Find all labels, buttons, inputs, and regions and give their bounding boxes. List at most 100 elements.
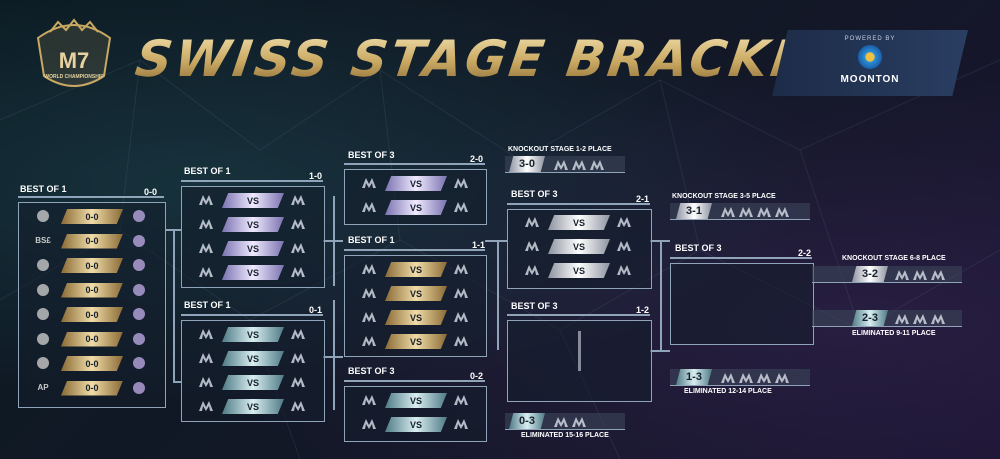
- team-placeholder-icon: [359, 334, 379, 348]
- team-placeholder-icon: [553, 415, 569, 427]
- result-label: KNOCKOUT STAGE 1-2 PLACE: [508, 146, 612, 153]
- group-1-0-record: 1-0: [309, 171, 323, 181]
- group-1-0: VS VS VS VS: [181, 186, 325, 288]
- match-row[interactable]: 0-0: [19, 282, 165, 299]
- match-score: 0-0: [61, 380, 123, 396]
- team-orangelogo-icon: [33, 332, 53, 346]
- team-tigerlogo-icon: [129, 307, 149, 321]
- team-placeholder-icon: [774, 205, 790, 217]
- team-placeholder-icon: [451, 176, 471, 190]
- group-underline: [18, 196, 164, 198]
- match-row[interactable]: VS: [345, 176, 486, 192]
- vs-label: VS: [385, 176, 447, 191]
- match-row[interactable]: VS: [345, 310, 486, 326]
- team-placeholder-icon: [288, 327, 308, 341]
- team-placeholder-icon: [571, 415, 587, 427]
- group-underline: [344, 380, 485, 382]
- result-label: ELIMINATED 12-14 PLACE: [684, 388, 772, 395]
- team-placeholder-icon: [196, 217, 216, 231]
- team-placeholder-icon: [720, 371, 736, 383]
- vs-label: VS: [222, 399, 284, 414]
- group-0-2-label: BEST OF 3: [348, 366, 395, 376]
- vs-label: VS: [548, 263, 610, 278]
- match-row[interactable]: VS: [345, 200, 486, 216]
- match-row[interactable]: VS: [508, 263, 651, 279]
- vs-label: VS: [222, 351, 284, 366]
- group-0-1-record: 0-1: [309, 305, 323, 315]
- group-2-2-label: BEST OF 3: [675, 243, 722, 253]
- team-trianglelogo-icon: [33, 283, 53, 297]
- match-row[interactable]: VS: [182, 193, 324, 209]
- team-placeholder-icon: [451, 334, 471, 348]
- team-placeholder-icon: [359, 262, 379, 276]
- match-row[interactable]: VS: [508, 239, 651, 255]
- team-placeholder-icon: [522, 263, 542, 277]
- match-row[interactable]: VS: [182, 241, 324, 257]
- connector: [485, 240, 507, 242]
- result-label: ELIMINATED 9-11 PLACE: [852, 330, 936, 337]
- team-placeholder-icon: [288, 241, 308, 255]
- team-placeholder-icon: [288, 193, 308, 207]
- team-placeholder-icon: [451, 393, 471, 407]
- match-row[interactable]: 0-0: [19, 356, 165, 372]
- connector: [497, 240, 499, 350]
- team-placeholder-icon: [196, 193, 216, 207]
- match-row[interactable]: VS: [182, 217, 324, 233]
- match-row[interactable]: 0-0: [19, 209, 165, 225]
- match-row[interactable]: VS: [182, 265, 324, 281]
- connector: [165, 229, 173, 231]
- group-1-2-record: 1-2: [636, 305, 650, 315]
- team-placeholder-icon: [614, 239, 634, 253]
- group-underline: [670, 257, 812, 259]
- sponsor-name: MOONTON: [840, 74, 900, 85]
- vs-label: VS: [548, 215, 610, 230]
- team-ap-icon: AP: [37, 383, 49, 392]
- team-bs-icon: BS£: [35, 236, 51, 245]
- group-0-2: VS VS: [344, 386, 487, 442]
- team-leaflogo-icon: [129, 283, 149, 297]
- group-2-1-label: BEST OF 3: [511, 189, 558, 199]
- match-row[interactable]: VS: [345, 417, 486, 433]
- team-placeholder-icon: [288, 351, 308, 365]
- team-placeholder-icon: [451, 417, 471, 431]
- team-placeholder-icon: [894, 312, 910, 324]
- match-row[interactable]: 0-0: [19, 307, 165, 323]
- team-placeholder-icon: [930, 312, 946, 324]
- group-2-0-record: 2-0: [470, 154, 484, 164]
- group-2-1-record: 2-1: [636, 194, 650, 204]
- match-row[interactable]: VS: [182, 399, 324, 415]
- team-placeholder-icon: [196, 327, 216, 341]
- match-row[interactable]: VS: [182, 327, 324, 343]
- match-row[interactable]: BS£0-0: [19, 233, 165, 250]
- match-row[interactable]: VS: [345, 262, 486, 278]
- vs-label: VS: [385, 262, 447, 277]
- logo-subtext: WORLD CHAMPIONSHIP: [44, 74, 104, 80]
- match-row[interactable]: VS: [345, 334, 486, 350]
- match-row[interactable]: VS: [182, 375, 324, 391]
- group-1-2: [507, 320, 652, 402]
- vs-label: VS: [222, 375, 284, 390]
- team-placeholder-icon: [774, 371, 790, 383]
- result-score: 0-3: [509, 413, 545, 429]
- team-placeholder-icon: [756, 371, 772, 383]
- team-placeholder-icon: [451, 200, 471, 214]
- group-0-0-record: 0-0: [144, 187, 158, 197]
- team-placeholder-icon: [756, 205, 772, 217]
- connector: [173, 229, 175, 381]
- match-row[interactable]: AP 0-0: [19, 380, 165, 397]
- result-label: KNOCKOUT STAGE 3-5 PLACE: [672, 193, 776, 200]
- match-row[interactable]: VS: [345, 286, 486, 302]
- match-row[interactable]: VS: [182, 351, 324, 367]
- group-2-0-label: BEST OF 3: [348, 150, 395, 160]
- match-row[interactable]: VS: [345, 393, 486, 409]
- match-score: 0-0: [61, 209, 123, 224]
- connector: [173, 381, 181, 383]
- match-row[interactable]: 0-0: [19, 331, 165, 348]
- team-bladelogo-icon: [129, 234, 149, 248]
- connector: [173, 229, 181, 231]
- group-1-2-label: BEST OF 3: [511, 301, 558, 311]
- m7-logo: M7 WORLD CHAMPIONSHIP: [28, 18, 120, 98]
- match-row[interactable]: VS: [508, 215, 651, 231]
- match-row[interactable]: 0-0: [19, 258, 165, 274]
- match-score: 0-0: [61, 331, 123, 347]
